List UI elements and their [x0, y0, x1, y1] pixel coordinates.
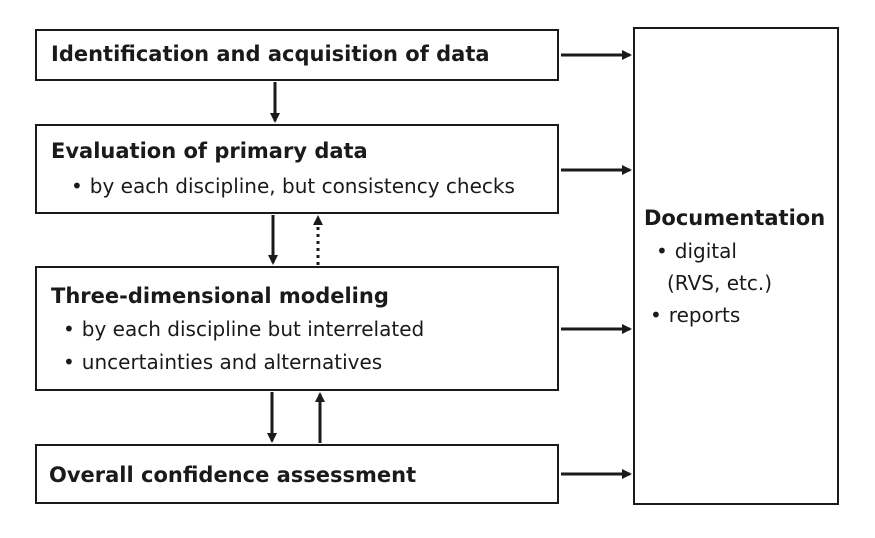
step-box-confidence: Overall confidence assessment — [35, 444, 559, 504]
step-title: Evaluation of primary data — [51, 139, 368, 163]
documentation-item-reports: reports — [650, 303, 741, 327]
step-title: Overall confidence assessment — [49, 463, 417, 487]
step-box-modeling: Three-dimensional modeling by each disci… — [35, 266, 559, 391]
documentation-box: Documentation digital (RVS, etc.) report… — [633, 27, 839, 505]
documentation-title: Documentation — [644, 206, 826, 230]
step-bullet: uncertainties and alternatives — [63, 350, 382, 374]
step-box-evaluation: Evaluation of primary data by each disci… — [35, 124, 559, 214]
step-bullet: by each discipline, but consistency chec… — [71, 174, 515, 198]
step-bullet: by each discipline but interrelated — [63, 317, 424, 341]
step-box-identification: Identification and acquisition of data — [35, 29, 559, 81]
documentation-item-digital-cont: (RVS, etc.) — [667, 271, 772, 295]
documentation-item-digital: digital — [656, 239, 737, 263]
step-title: Identification and acquisition of data — [51, 42, 490, 66]
step-title: Three-dimensional modeling — [51, 284, 389, 308]
